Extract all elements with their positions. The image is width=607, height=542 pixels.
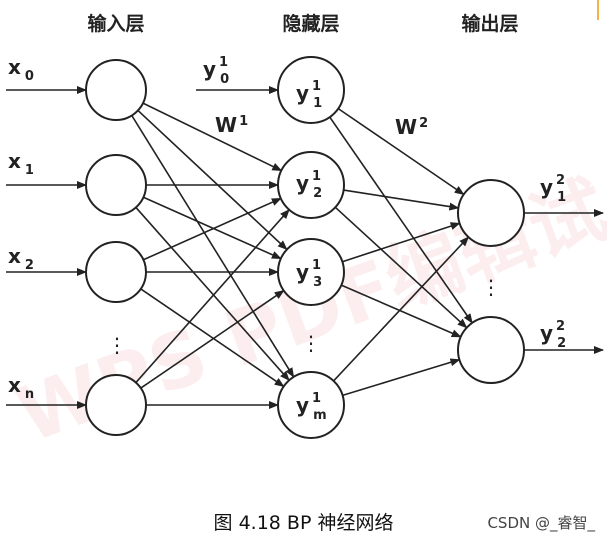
edge-in0-hid2 <box>137 109 288 251</box>
output-layer-title: 输出层 <box>461 12 518 35</box>
hidden-ellipsis: ⋮ <box>301 331 321 355</box>
hidden-layer-title: 隐藏层 <box>282 12 339 35</box>
edge-in0-hid3 <box>131 115 295 378</box>
edge-in1-hid2 <box>143 196 282 260</box>
input-neuron-1 <box>85 154 147 216</box>
edge-hid0-out1 <box>329 116 473 324</box>
output-neuron-1 <box>457 316 525 384</box>
edge-hid1-out0 <box>343 189 460 211</box>
input-neuron-3 <box>85 374 147 436</box>
edge-hid2-out0 <box>342 222 461 263</box>
output-neuron-0 <box>457 179 525 247</box>
input-layer-title: 输入层 <box>87 12 144 35</box>
hidden-neuron-0 <box>277 56 345 124</box>
connections <box>6 86 604 409</box>
edge-hid2-out1 <box>340 284 462 338</box>
input-neuron-2 <box>85 241 147 303</box>
hidden-neuron-2 <box>277 238 345 306</box>
edge-in1-hid3 <box>135 206 290 382</box>
edge-hid3-out1 <box>342 358 461 397</box>
edge-hid1-out1 <box>334 206 468 329</box>
frame-accent-line <box>597 0 599 20</box>
edge-in2-hid3 <box>140 288 285 388</box>
edge-hid3-out0 <box>332 236 470 382</box>
csdn-credit: CSDN @_睿智_ <box>487 514 595 532</box>
edge-in3-hid2 <box>140 289 285 389</box>
figure-caption: 图 4.18 BP 神经网络 <box>213 512 394 534</box>
output-ellipsis: ⋮ <box>481 275 501 299</box>
input-neuron-0 <box>85 59 147 121</box>
neurons <box>85 56 525 439</box>
input-ellipsis: ⋮ <box>107 333 127 357</box>
edge-hid0-out0 <box>337 107 465 196</box>
hidden-neuron-1 <box>277 151 345 219</box>
edge-in0-hid1 <box>142 102 283 172</box>
edge-in3-hid1 <box>135 208 290 384</box>
edge-in2-hid1 <box>143 197 282 261</box>
hidden-neuron-3 <box>277 371 345 439</box>
